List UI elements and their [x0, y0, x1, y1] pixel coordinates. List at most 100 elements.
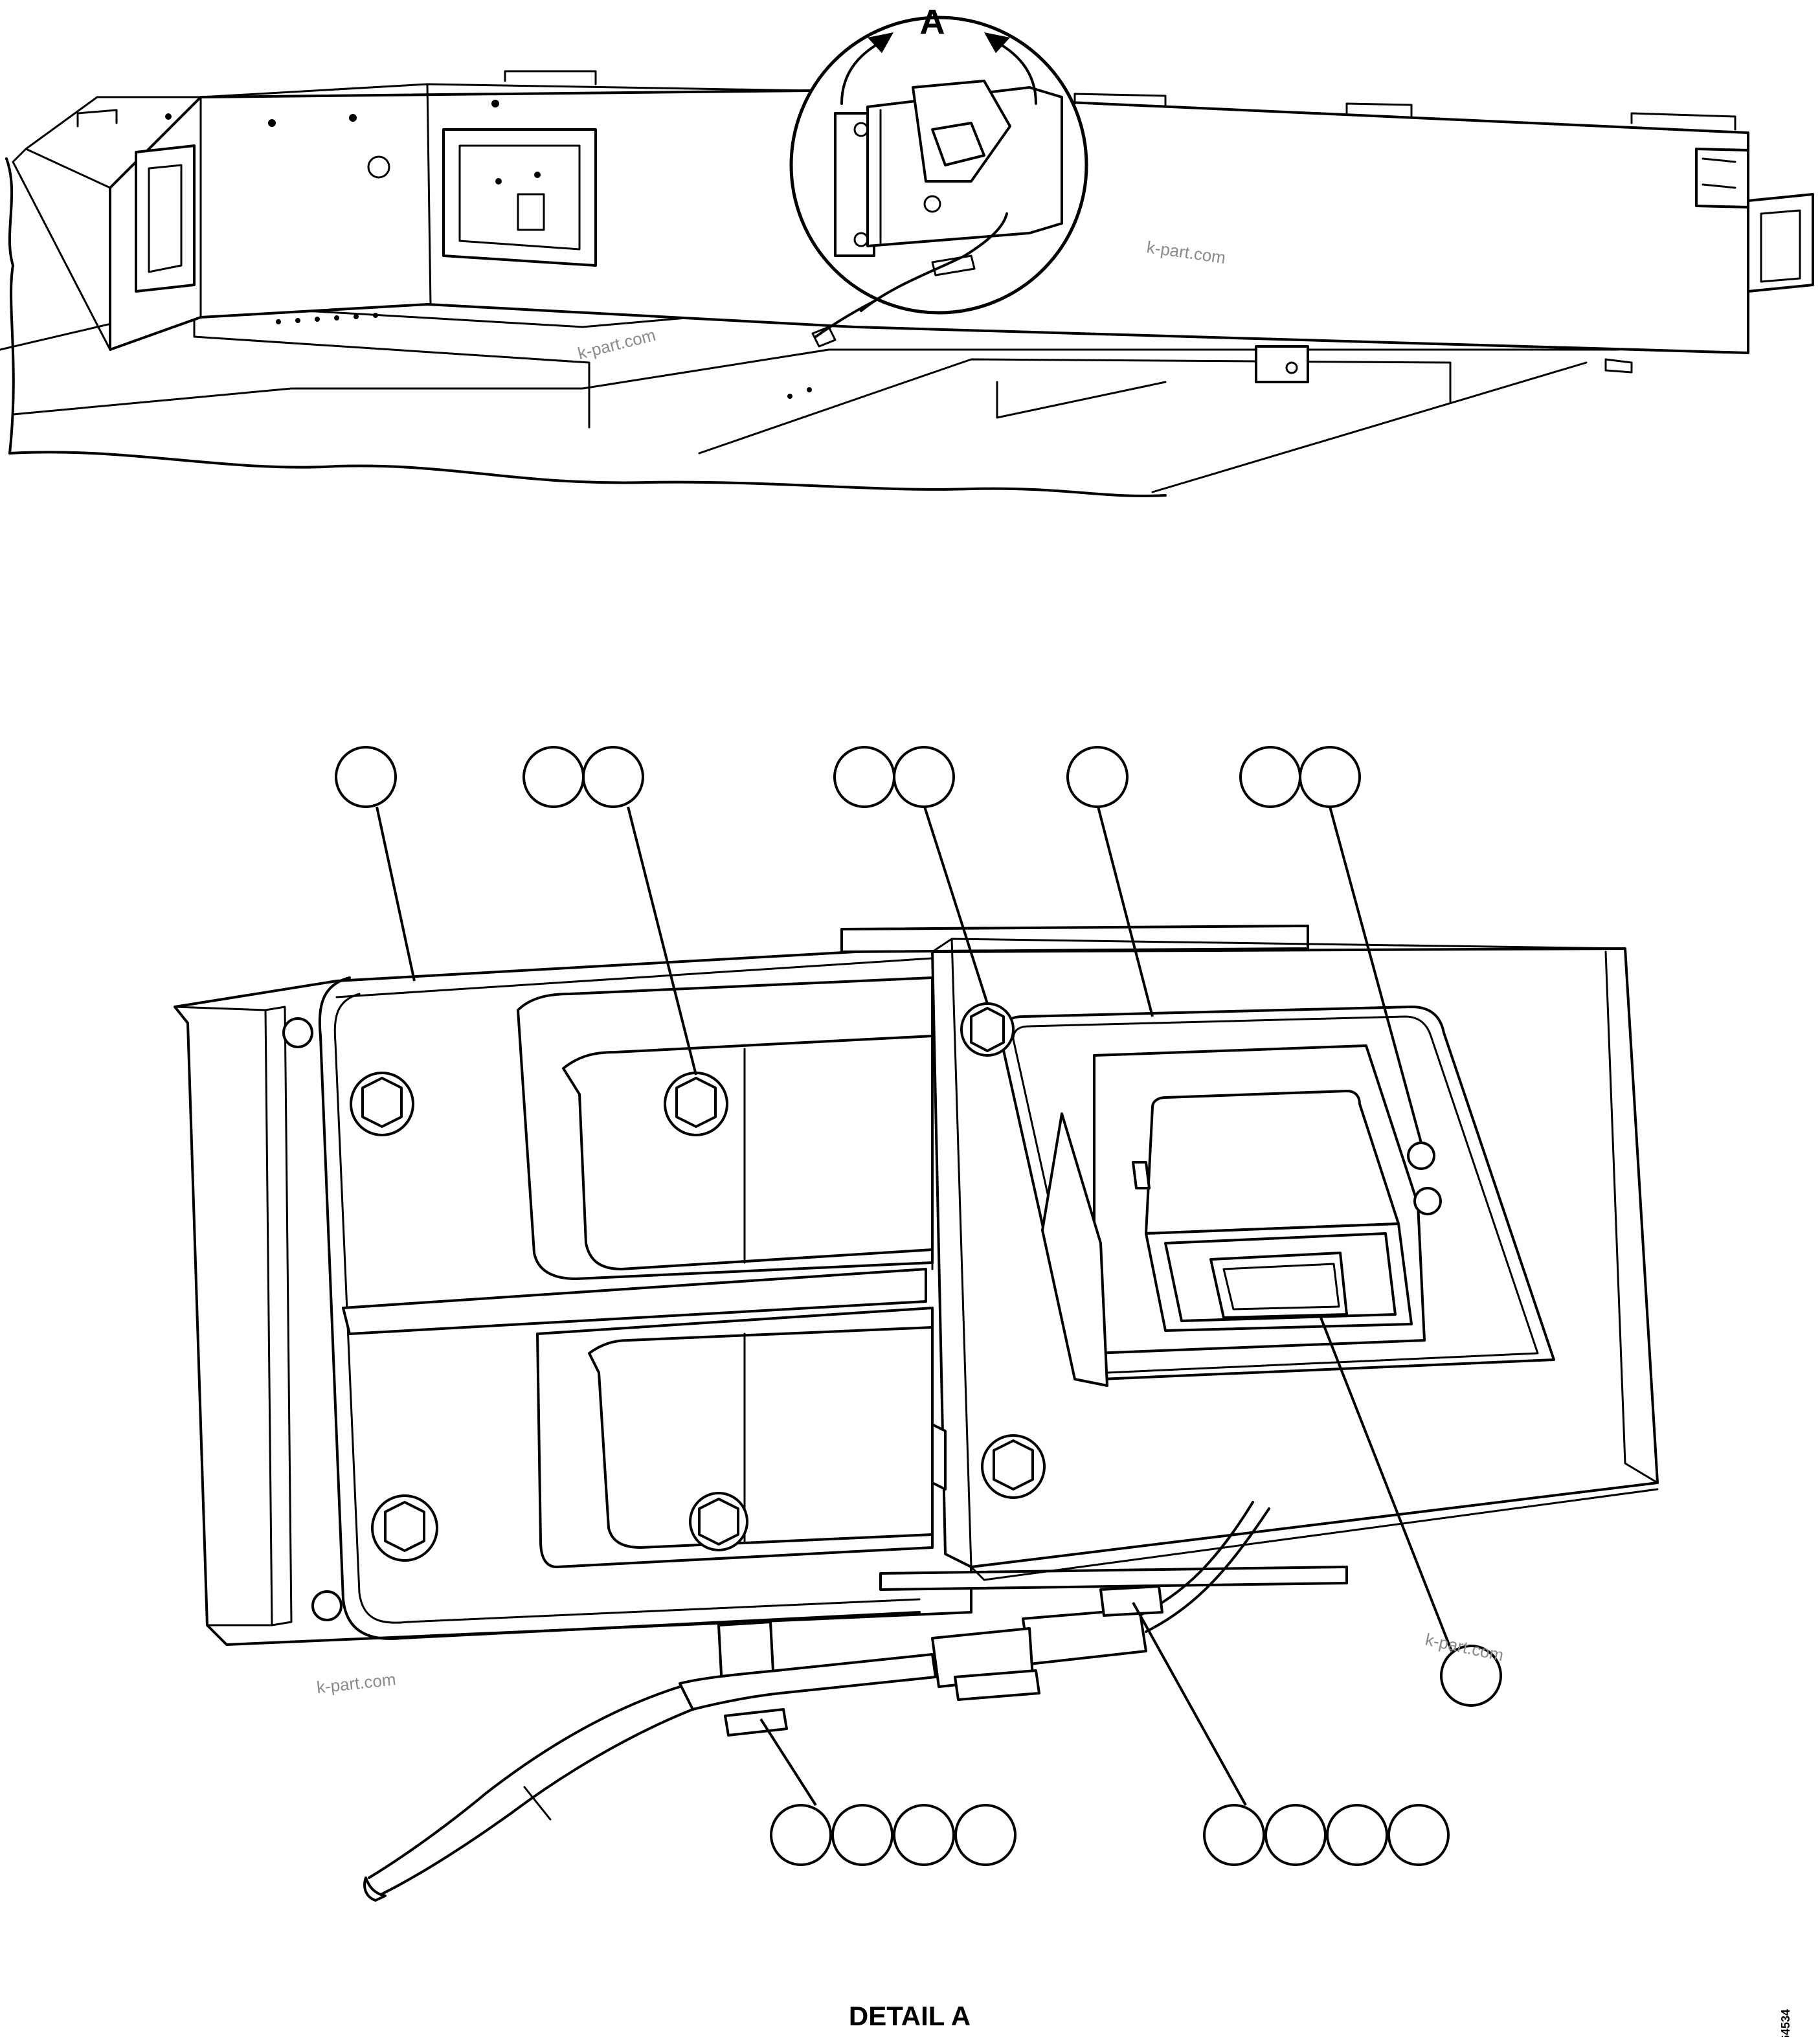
- camera-cable-upper: [1145, 1507, 1270, 1633]
- cable-connector-clip: [1099, 1585, 1163, 1617]
- floor-plate-c: [996, 381, 1167, 419]
- camera-cable-lower: [368, 1685, 681, 1879]
- callout-balloon: [770, 1804, 832, 1866]
- camera-side-flange: [1041, 1112, 1108, 1387]
- callout-balloon: [954, 1804, 1017, 1866]
- top-tab-3: [1073, 93, 1167, 108]
- hex-bolt-upper-center: [664, 1072, 728, 1136]
- callout-balloon: [831, 1804, 893, 1866]
- front-plate-right-edge: [1604, 951, 1659, 1484]
- beam-end-cap: [12, 148, 111, 351]
- top-tab-4: [1345, 102, 1413, 118]
- hex-bolt-lower-left: [371, 1494, 438, 1562]
- beam-end-top: [25, 96, 202, 150]
- leader-line-8: [1132, 1602, 1247, 1806]
- end-bracket: [1695, 148, 1749, 208]
- detail-arrowhead-right: [984, 32, 1010, 53]
- hex-bolt-front-lower: [981, 1434, 1046, 1499]
- callout-balloon: [1203, 1804, 1265, 1866]
- callout-balloon: [522, 746, 585, 808]
- lower-bracket-nut: [1604, 358, 1633, 374]
- callout-balloon: [1326, 1804, 1388, 1866]
- floor-plate-a: [193, 303, 590, 429]
- floor-edge-2: [12, 348, 1620, 416]
- floor-plate-b: [698, 358, 1452, 455]
- front-plate-left-edge: [950, 938, 972, 1568]
- pivot-pin-top: [282, 1017, 313, 1048]
- left-break-line: [5, 157, 15, 455]
- drawing-code: 64534: [1779, 2009, 1792, 2037]
- callout-balloon: [582, 746, 644, 808]
- watermark: k-part.com: [576, 325, 657, 363]
- frame-hole-row: [276, 313, 812, 399]
- frame-window-center: [442, 128, 597, 267]
- frame-window-center-inner: [458, 144, 581, 251]
- frame-hole: [534, 172, 541, 178]
- upper-slot: [562, 1035, 934, 1270]
- bottom-break-line: [8, 451, 1167, 497]
- callout-balloons: [335, 746, 1502, 1866]
- callout-balloon: [1066, 746, 1129, 808]
- detail-ref-label: A: [920, 3, 945, 41]
- camera-screw-left: [1132, 1161, 1151, 1189]
- end-bracket-slots: [1702, 157, 1736, 189]
- lower-bracket: [1255, 345, 1309, 383]
- front-plate-bottom-edge: [970, 1488, 1659, 1581]
- cable-sleeve: [679, 1653, 937, 1711]
- beam-bottom-edge: [429, 303, 856, 328]
- detail-a-inset-sketch: [834, 80, 1063, 312]
- leader-line-3: [923, 806, 989, 1004]
- camera-cable-lower-2: [381, 1708, 694, 1895]
- floor-edge-3: [1151, 361, 1588, 493]
- hex-bolt-upper-left: [350, 1072, 414, 1136]
- cable-clip-nut: [954, 1669, 1040, 1701]
- lower-bracket-hole: [1285, 361, 1298, 374]
- top-tab-5: [1630, 112, 1736, 131]
- callout-balloon: [833, 746, 895, 808]
- frame-hole: [491, 100, 499, 107]
- bottom-spacer-plate: [879, 1566, 1348, 1591]
- end-tube: [1747, 193, 1814, 293]
- hex-bolt-lower-center: [689, 1492, 748, 1551]
- detail-a-view: k-part.com k-part.com: [174, 746, 1659, 1902]
- frame-window-latch: [517, 193, 545, 231]
- callout-balloon: [1440, 1645, 1502, 1707]
- camera-hood: [1145, 1090, 1400, 1235]
- frame-hole: [495, 178, 502, 185]
- leader-line-5: [1329, 806, 1422, 1143]
- camera-lens-window: [1209, 1252, 1348, 1319]
- leader-line-7: [759, 1718, 817, 1806]
- end-tube-inner: [1760, 209, 1801, 283]
- frame-hole-large: [367, 155, 390, 179]
- top-spacer-plate: [840, 925, 1309, 953]
- cable-clamp-nut: [724, 1708, 788, 1737]
- cable-end: [363, 1876, 387, 1902]
- front-plate-lug: [931, 1423, 947, 1491]
- bracket-inner-outline: [333, 993, 921, 1624]
- pivot-pin-bottom: [311, 1590, 343, 1621]
- top-tab-1: [76, 109, 118, 128]
- leader-line-1: [376, 806, 416, 982]
- mounting-block-edge: [264, 1006, 293, 1626]
- frame-hole: [349, 114, 357, 122]
- watermark: k-part.com: [315, 1669, 396, 1697]
- callout-balloon: [335, 746, 397, 808]
- camera-housing-lip: [1012, 1015, 1539, 1374]
- detail-title: DETAIL A: [849, 2001, 971, 2031]
- leader-line-6: [1320, 1317, 1453, 1652]
- frame-hole: [268, 119, 276, 127]
- center-cross-plate: [342, 1268, 927, 1335]
- frame-window-left-inner: [148, 164, 183, 273]
- detail-arrowhead-left: [868, 32, 893, 53]
- beam-top-edge: [199, 83, 811, 98]
- bracket-top-edge: [335, 957, 934, 998]
- callout-balloon: [1264, 1804, 1327, 1866]
- lower-slot: [588, 1326, 934, 1549]
- frame-window-left: [135, 144, 196, 293]
- frame-overview-view: A k-part.com k-part.com: [0, 3, 1814, 497]
- top-tab-2: [504, 70, 597, 85]
- callout-balloon: [893, 746, 955, 808]
- bracket-outline: [318, 976, 921, 1640]
- harness-clip: [811, 326, 837, 348]
